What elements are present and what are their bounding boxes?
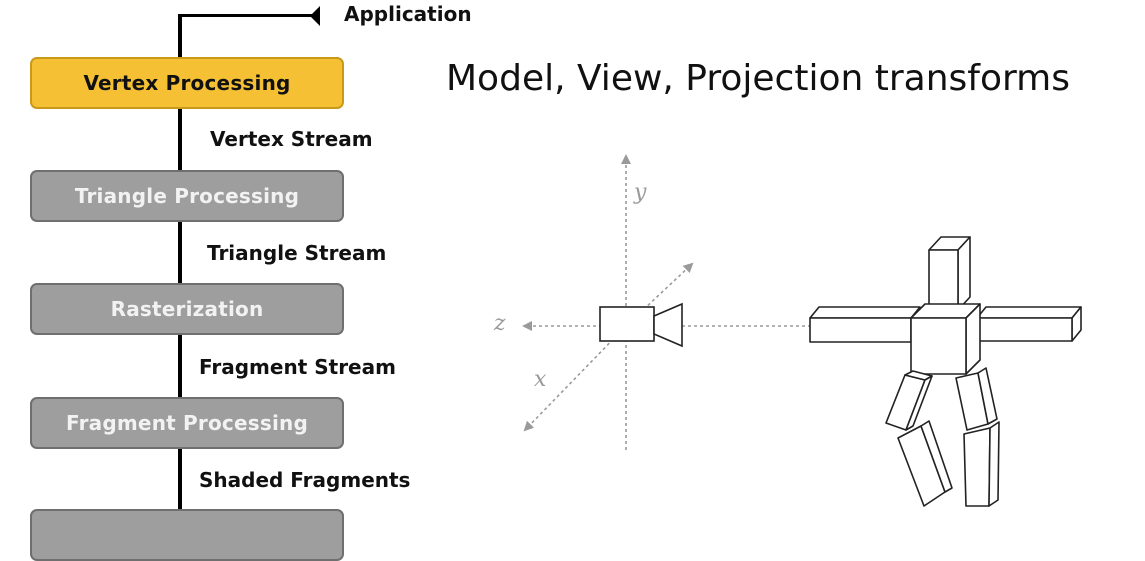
- stream-fragment: Fragment Stream: [199, 355, 396, 379]
- stage-fragment-processing[interactable]: Fragment Processing: [30, 397, 344, 449]
- stream-vertex: Vertex Stream: [210, 127, 373, 151]
- application-connector: [178, 14, 314, 17]
- pipeline-connector: [178, 14, 182, 517]
- stream-shaded-fragments: Shaded Fragments: [199, 468, 411, 492]
- axis-label-x: x: [534, 367, 547, 392]
- x-axis-forward: [523, 325, 627, 432]
- application-label: Application: [344, 2, 472, 26]
- coordinate-axes: [522, 154, 812, 450]
- stage-label: Rasterization: [110, 297, 264, 321]
- stage-label: Fragment Processing: [66, 411, 308, 435]
- stage-triangle-processing[interactable]: Triangle Processing: [30, 170, 344, 222]
- stage-rasterization[interactable]: Rasterization: [30, 283, 344, 335]
- axis-label-z: z: [493, 311, 506, 336]
- stage-label: Vertex Processing: [83, 71, 291, 95]
- stage-label: Triangle Processing: [74, 184, 300, 208]
- camera-icon: [599, 302, 683, 348]
- stream-triangle: Triangle Stream: [207, 241, 387, 265]
- box-figure-model: [809, 236, 1082, 507]
- application-arrow-icon: [310, 6, 320, 26]
- axis-label-y: y: [633, 180, 647, 205]
- stage-vertex-processing[interactable]: Vertex Processing: [30, 57, 344, 109]
- slide-title: Model, View, Projection transforms: [446, 58, 1070, 99]
- scene-illustration: y z x: [493, 154, 1082, 507]
